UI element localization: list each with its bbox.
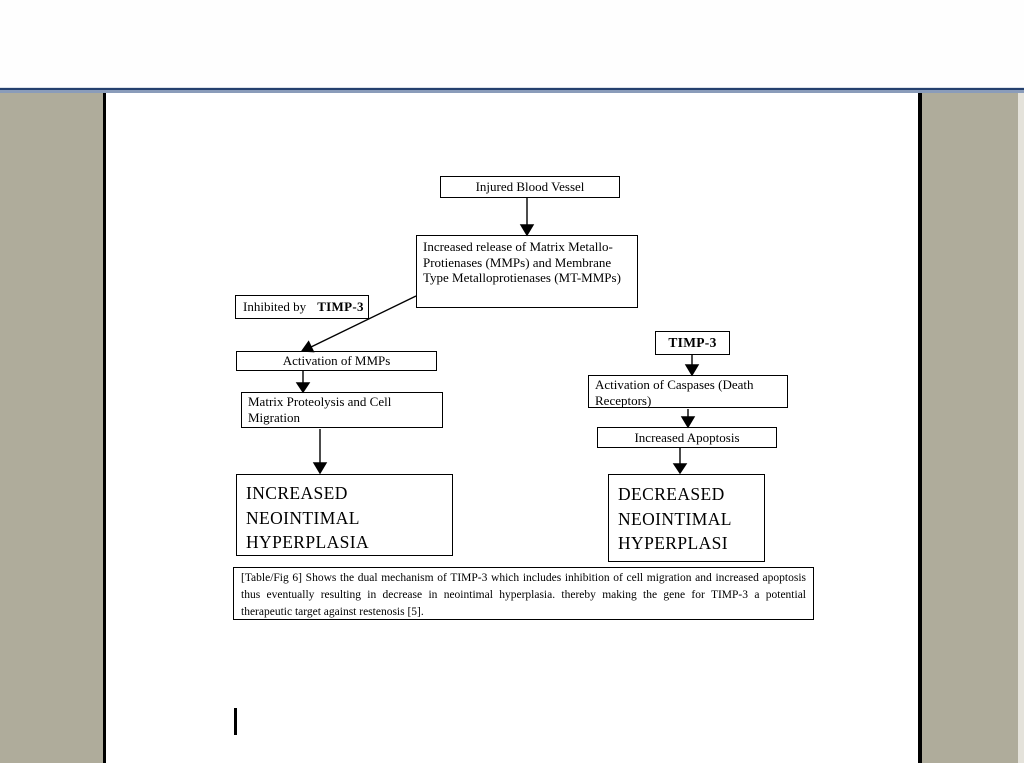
- flow-box-timp3: TIMP-3: [655, 331, 730, 355]
- flow-box-label: Matrix Proteolysis and Cell Migration: [248, 394, 392, 425]
- flow-box-label: Increased Apoptosis: [634, 429, 740, 445]
- flow-box-increased-neointimal-hyperplasia: INCREASED NEOINTIMAL HYPERPLASIA: [236, 474, 453, 556]
- window-divider-highlight: [0, 87, 1024, 88]
- flow-box-matrix-proteolysis: Matrix Proteolysis and Cell Migration: [241, 392, 443, 428]
- window-divider-line: [0, 88, 1024, 90]
- flow-box-activation-of-mmps: Activation of MMPs: [236, 351, 437, 371]
- flow-box-injured-blood-vessel: Injured Blood Vessel: [440, 176, 620, 198]
- window-bottom-edge: [0, 763, 1024, 768]
- pasteboard-right-margin: [922, 93, 1018, 763]
- flow-box-label: TIMP-3: [668, 335, 717, 351]
- inhibited-by-label: Inhibited by: [243, 299, 307, 315]
- window-divider-shadow: [0, 90, 1024, 93]
- flow-box-label: Increased release of Matrix Metallo-Prot…: [423, 239, 621, 285]
- flow-box-label: Activation of Caspases (Death Receptors): [595, 377, 754, 408]
- flow-box-inhibited-by-timp3: Inhibited by TIMP-3: [235, 295, 369, 319]
- flow-box-activation-of-caspases: Activation of Caspases (Death Receptors): [588, 375, 788, 408]
- figure-caption: [Table/Fig 6] Shows the dual mechanism o…: [233, 567, 814, 620]
- inhibited-by-agent-label: TIMP-3: [317, 299, 364, 315]
- flow-box-label: INCREASED NEOINTIMAL HYPERPLASIA: [246, 483, 370, 552]
- flow-box-label: Injured Blood Vessel: [475, 179, 585, 195]
- flow-box-mmp-release: Increased release of Matrix Metallo-Prot…: [416, 235, 638, 308]
- text-insertion-cursor[interactable]: [234, 708, 237, 735]
- flow-box-increased-apoptosis: Increased Apoptosis: [597, 427, 777, 448]
- figure-caption-text: [Table/Fig 6] Shows the dual mechanism o…: [241, 572, 806, 618]
- flow-box-label: Activation of MMPs: [282, 353, 391, 369]
- page-right-border: [918, 93, 922, 763]
- blank-toolbar-band: [0, 0, 1024, 87]
- page-left-border: [103, 93, 106, 763]
- flow-box-label: DECREASED NEOINTIMAL HYPERPLASI: [618, 484, 732, 553]
- pasteboard-left-margin: [0, 93, 103, 763]
- document-page[interactable]: [106, 93, 918, 763]
- flow-box-decreased-neointimal-hyperplasia: DECREASED NEOINTIMAL HYPERPLASI: [608, 474, 765, 562]
- window-right-edge: [1018, 93, 1024, 768]
